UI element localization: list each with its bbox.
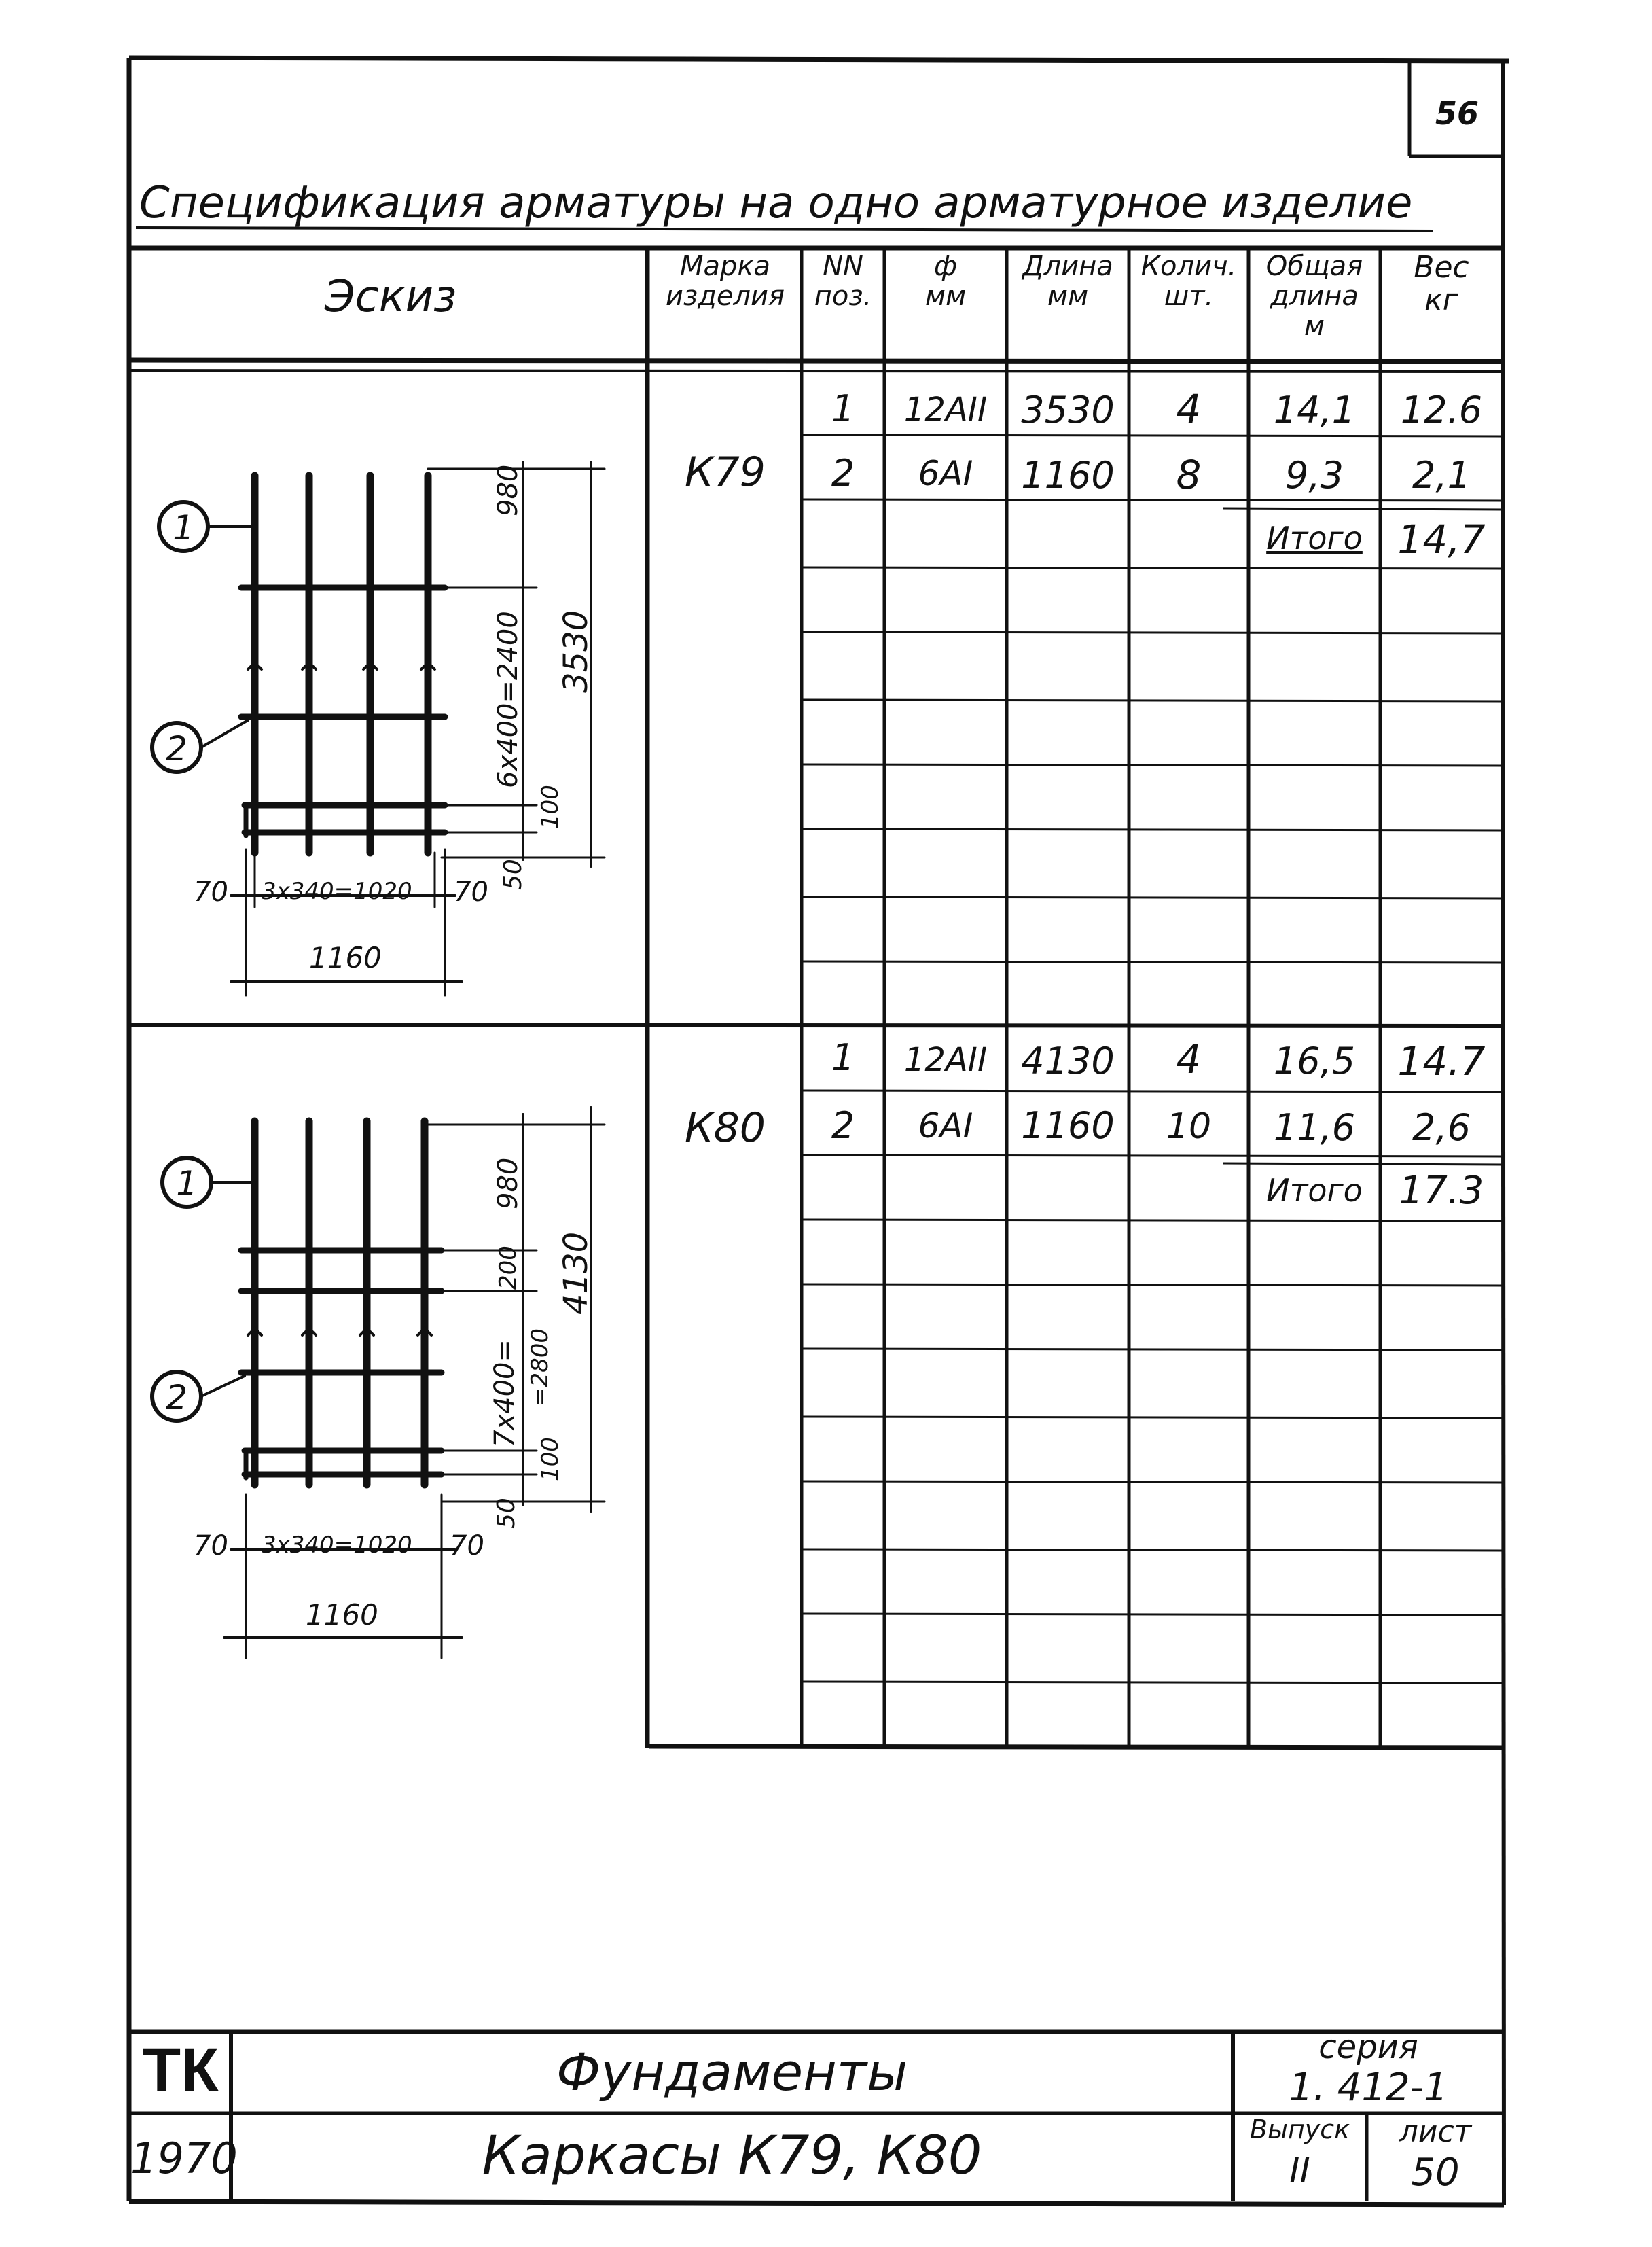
- cell-length: 1160: [1021, 1104, 1115, 1147]
- dim-width: 1160: [309, 941, 382, 974]
- col-weight-line2: кг: [1424, 283, 1458, 317]
- dim-top: 980: [492, 1157, 524, 1209]
- dim-width: 1160: [306, 1598, 378, 1631]
- cell-pos: 1: [831, 1036, 855, 1079]
- series-label: серия: [1318, 2028, 1418, 2066]
- col-mark-line1: Марка: [679, 251, 771, 282]
- sketch-k79: [150, 461, 606, 997]
- col-total-length-header: Общая длина м: [1249, 251, 1380, 341]
- item-mark: К80: [685, 1104, 766, 1152]
- dim-top: 980: [492, 464, 524, 516]
- dim-spacing: 3x340=1020: [262, 878, 412, 905]
- dim-left: 70: [194, 1530, 228, 1561]
- dim-bottom: 100: [537, 1437, 564, 1481]
- dim-cover: 50: [499, 859, 527, 890]
- sketch-k80: [150, 1106, 606, 1659]
- dim-left: 70: [194, 877, 228, 908]
- dim-overall: 4130: [557, 1231, 595, 1315]
- dim-right: 70: [450, 1530, 484, 1561]
- col-diam-line1: ф: [933, 251, 958, 282]
- org-code: ТК: [142, 2036, 219, 2105]
- drawing-title: Каркасы К79, К80: [482, 2125, 982, 2187]
- dim-extra: 200: [495, 1245, 522, 1290]
- callout-1: 1: [176, 1164, 198, 1203]
- total-weight: 14,7: [1397, 516, 1486, 563]
- cell-qty: 10: [1166, 1106, 1212, 1147]
- col-mark-header: Марка изделия: [649, 251, 802, 311]
- col-pos-line1: NN: [823, 251, 863, 282]
- cell-qty: 4: [1176, 386, 1202, 432]
- callout-1: 1: [173, 508, 194, 548]
- cell-total-length: 9,3: [1285, 454, 1344, 497]
- col-sketch-header: Эскиз: [324, 272, 457, 322]
- cell-qty: 8: [1176, 452, 1202, 498]
- cell-diam: 6АI: [918, 1106, 973, 1146]
- col-length-line1: Длина: [1022, 251, 1113, 282]
- cell-total-length: 16,5: [1273, 1040, 1356, 1082]
- dim-spacing-vertical-2: =2800: [526, 1328, 554, 1406]
- callout-2: 2: [166, 729, 187, 768]
- dim-bottom: 100: [537, 785, 564, 829]
- dim-cover: 50: [492, 1498, 520, 1529]
- cell-length: 3530: [1021, 389, 1115, 431]
- year: 1970: [130, 2134, 238, 2183]
- cell-qty: 4: [1176, 1036, 1202, 1082]
- cell-diam: 12АII: [903, 1041, 988, 1079]
- col-qty-line1: Колич.: [1141, 251, 1237, 282]
- series-number: 1. 412-1: [1289, 2066, 1448, 2110]
- col-qty-header: Колич. шт.: [1129, 251, 1249, 311]
- col-diam-line2: мм: [924, 281, 967, 312]
- col-qty-line2: шт.: [1164, 281, 1214, 312]
- cell-diam: 12АII: [903, 391, 988, 429]
- dim-spacing-vertical: 7x400=: [489, 1339, 520, 1447]
- item-mark: К79: [685, 448, 766, 496]
- col-pos-line2: поз.: [814, 281, 872, 312]
- cell-pos: 2: [831, 452, 855, 495]
- col-mark-line2: изделия: [665, 281, 785, 312]
- cell-weight: 2,6: [1412, 1106, 1471, 1149]
- cell-total-length: 11,6: [1273, 1106, 1356, 1149]
- cell-diam: 6АI: [918, 454, 973, 493]
- issue-label: Выпуск: [1249, 2115, 1350, 2144]
- sheet-label: лист: [1399, 2115, 1472, 2149]
- col-diam-header: ф мм: [884, 251, 1007, 311]
- col-total-line2: длина: [1270, 281, 1359, 312]
- col-length-header: Длина мм: [1007, 251, 1129, 311]
- cell-length: 1160: [1021, 454, 1115, 497]
- issue-number: II: [1289, 2151, 1310, 2191]
- col-pos-header: NN поз.: [802, 251, 884, 311]
- cell-pos: 2: [831, 1104, 855, 1147]
- dim-right: 70: [454, 877, 488, 908]
- col-total-line3: м: [1304, 311, 1325, 342]
- total-weight: 17.3: [1399, 1169, 1484, 1213]
- sheet-number: 56: [1435, 95, 1479, 132]
- col-length-line2: мм: [1047, 281, 1089, 312]
- cell-weight: 12.6: [1400, 389, 1483, 431]
- dim-spacing: 3x340=1020: [262, 1532, 412, 1559]
- cell-weight: 14.7: [1397, 1038, 1486, 1084]
- dim-spacing-vertical: 6x400=2400: [492, 611, 524, 788]
- cell-length: 4130: [1021, 1040, 1115, 1082]
- page-title: Спецификация арматуры на одно арматурное…: [139, 178, 1413, 228]
- total-label: Итого: [1266, 520, 1363, 556]
- cell-total-length: 14,1: [1273, 389, 1356, 431]
- dim-overall: 3530: [557, 609, 595, 693]
- cell-weight: 2,1: [1412, 454, 1471, 497]
- col-total-line1: Общая: [1265, 251, 1363, 282]
- total-label: Итого: [1266, 1172, 1363, 1209]
- callout-2: 2: [166, 1378, 187, 1417]
- col-weight-line1: Вес: [1414, 250, 1469, 285]
- cell-pos: 1: [831, 387, 855, 430]
- subject: Фундаменты: [556, 2042, 908, 2102]
- sheet-value: 50: [1411, 2151, 1460, 2195]
- col-weight-header: Вес кг: [1380, 251, 1503, 317]
